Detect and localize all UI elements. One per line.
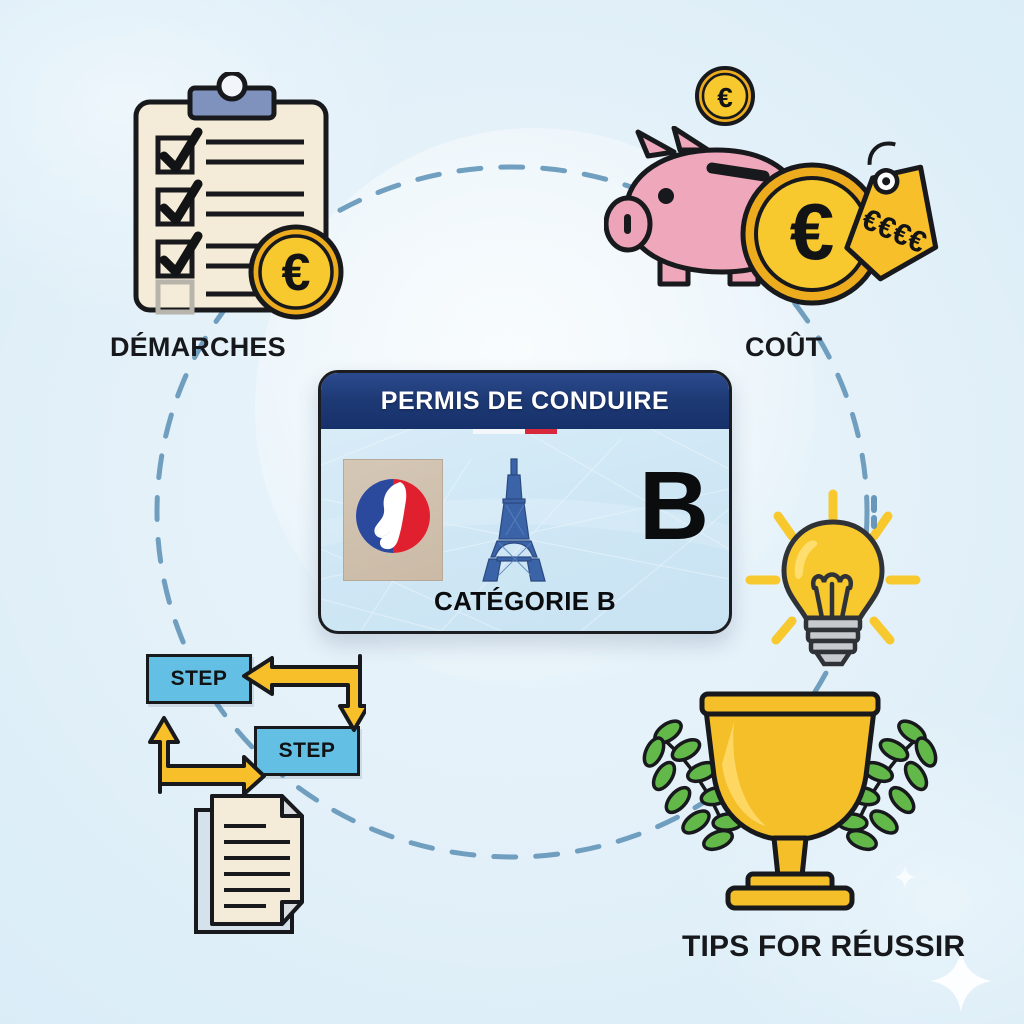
section-label-cout: COÛT	[745, 332, 823, 362]
euro-symbol: €	[282, 244, 311, 302]
marianne-emblem-icon	[356, 479, 430, 553]
driving-license-card: PERMIS DE CONDUIRE	[318, 370, 732, 634]
lightbulb-icon	[738, 488, 928, 683]
section-label-demarches: DÉMARCHES	[110, 332, 286, 362]
step-box-1: STEP	[146, 654, 252, 704]
license-category-letter: B	[638, 451, 709, 560]
sparkle-small-icon	[894, 866, 916, 888]
euro-coin-icon: €	[246, 222, 346, 327]
trophy-laurel-icon	[630, 680, 950, 917]
eiffel-tower-icon	[482, 458, 546, 582]
license-category-label: CATÉGORIE B	[434, 586, 616, 616]
step-arrow-bottom-icon	[148, 716, 266, 796]
euro-symbol-small: €	[717, 82, 733, 113]
price-tag-icon: €€€€	[832, 140, 952, 313]
clipboard-checklist-icon	[118, 70, 358, 327]
step-box-2: STEP	[254, 726, 360, 776]
flag-stripe-white	[473, 429, 525, 434]
sparkle-star-icon	[930, 950, 992, 1012]
step-box-2-label: STEP	[278, 739, 336, 762]
step-arrow-top-icon	[242, 654, 366, 732]
card-header-title: PERMIS DE CONDUIRE	[380, 386, 670, 415]
document-stack-icon	[190, 790, 320, 943]
flag-stripe-red	[525, 429, 557, 434]
section-label-tips: TIPS FOR RÉUSSIR	[682, 930, 966, 963]
card-header: PERMIS DE CONDUIRE	[321, 373, 729, 429]
photo-placeholder	[343, 459, 443, 581]
euro-symbol-large: €	[790, 187, 835, 276]
small-euro-coin-icon: €	[694, 65, 756, 132]
step-box-1-label: STEP	[170, 667, 228, 690]
